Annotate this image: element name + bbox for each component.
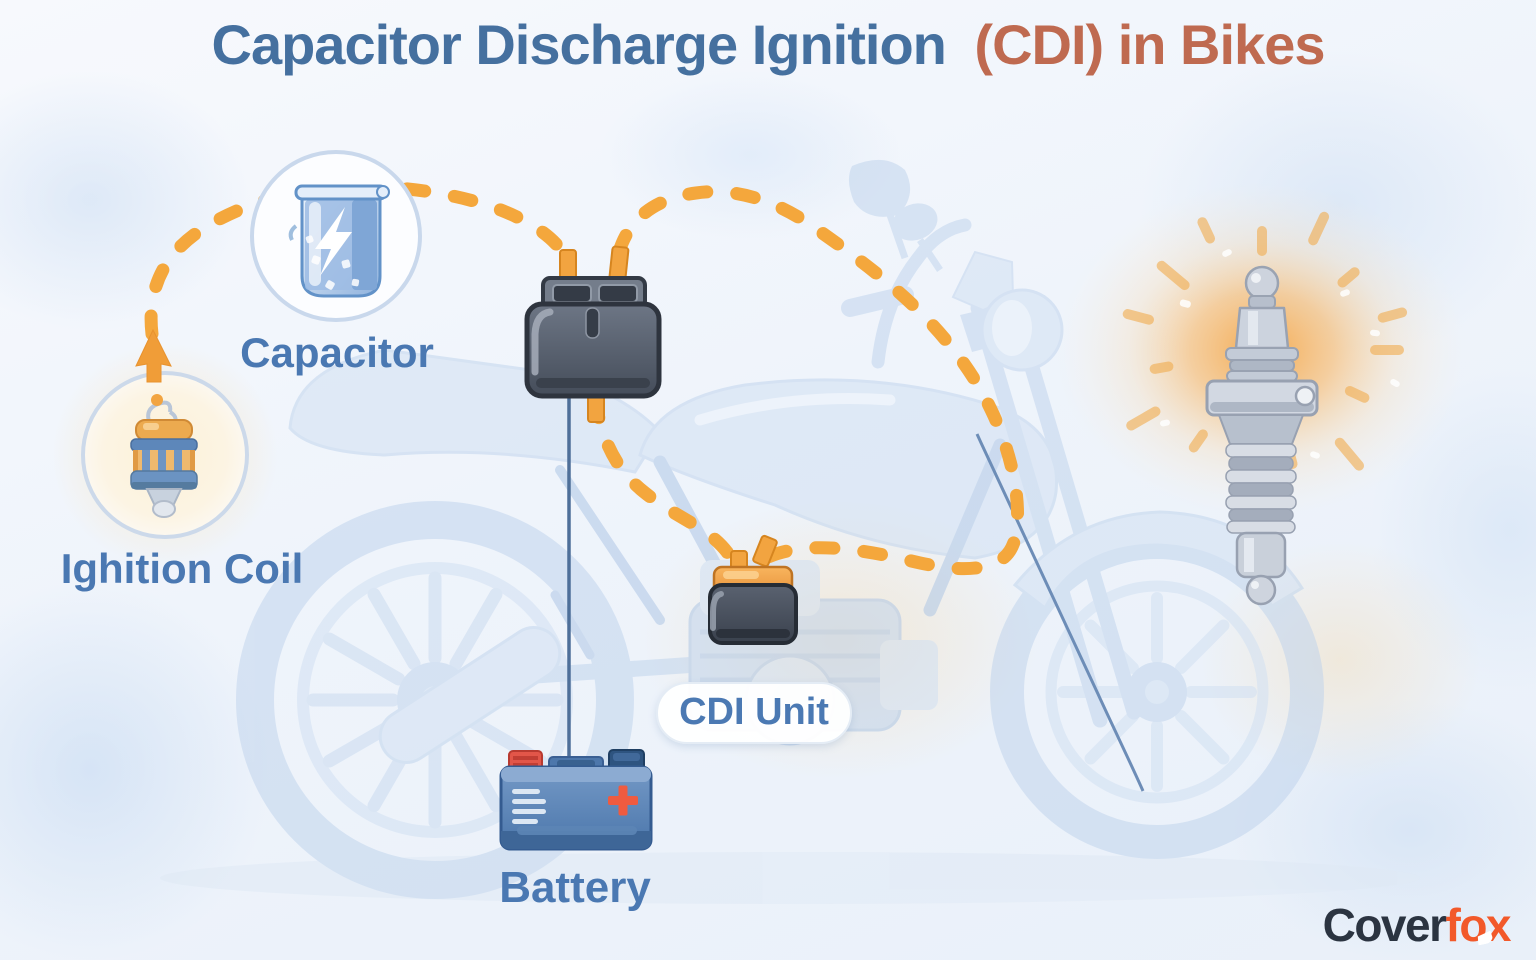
headlight-lens: [992, 300, 1032, 356]
wire-connector-to-cdi: [588, 393, 748, 597]
cdi-terminal: [752, 534, 778, 568]
brand-suffix-wrap: fox: [1445, 898, 1512, 952]
cdi-unit-label-pill: CDI Unit: [656, 682, 852, 744]
flow-arrow-up: [135, 328, 172, 406]
brand-prefix: Cover: [1322, 899, 1447, 951]
title-main: Capacitor Discharge Ignition: [211, 13, 947, 76]
mirror-stem: [917, 238, 943, 272]
ignition-coil-node: [53, 343, 277, 567]
page-title: Capacitor Discharge Ignition (CDI) in Bi…: [0, 12, 1536, 77]
rear-shock: [550, 590, 595, 660]
ignition-coil-icon: [130, 400, 198, 518]
plug-threads: [1225, 443, 1297, 534]
battery-label: Battery: [499, 863, 651, 912]
connector-box-icon: [524, 245, 662, 423]
title-accent: (CDI) in Bikes: [974, 13, 1325, 76]
lightning-bolt-icon: [315, 207, 352, 276]
mirror-left: [848, 159, 911, 217]
front-fender: [1012, 510, 1305, 611]
mirror-right: [892, 203, 938, 241]
brand-logo: Coverfox: [1322, 898, 1512, 952]
battery-icon: [499, 749, 653, 851]
wire-connector-to-fork-to-cdi: [612, 185, 1025, 576]
capacitor-beaker-lightning-icon: [288, 184, 390, 298]
brand-suffix: fox: [1445, 899, 1512, 951]
exhaust-muffler: [378, 626, 562, 764]
spark-flecks: [1160, 249, 1400, 459]
handlebar: [871, 218, 972, 369]
spark-plug-icon: [1205, 265, 1319, 606]
tank-highlight: [694, 393, 896, 426]
brake-cable-line: [975, 433, 1145, 792]
capacitor-node: [250, 150, 422, 322]
indicator-cone: [951, 250, 1015, 312]
connector-terminal: [608, 245, 630, 282]
wire-coil-to-connector: [144, 179, 575, 341]
fuel-tank: [638, 378, 1059, 560]
dashed-wires: [144, 179, 1025, 597]
cdi-unit-box-icon: [708, 534, 798, 645]
ignition-coil-label: Ighition Coil: [60, 545, 304, 592]
mirror-stem: [886, 213, 909, 260]
capacitor-label: Capacitor: [240, 329, 434, 376]
